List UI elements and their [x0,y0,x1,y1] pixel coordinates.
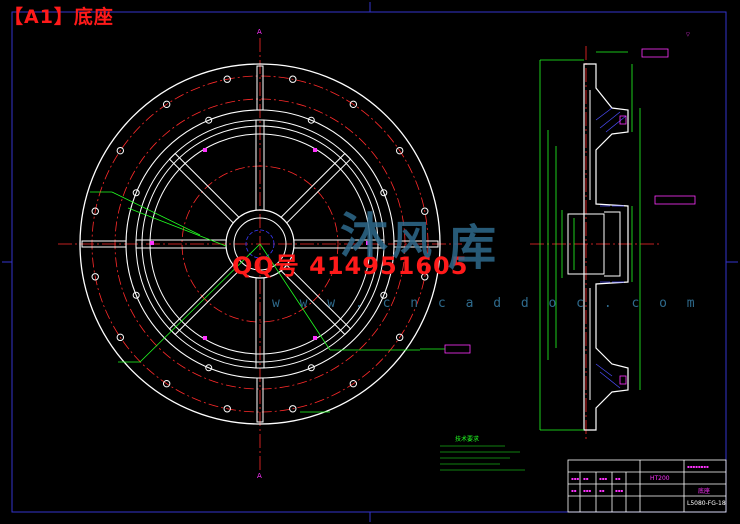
svg-text:▪▪: ▪▪ [571,488,577,493]
outer-rib-right [393,240,439,248]
bolt-hole [395,146,404,155]
title-block-entries: ▪▪▪▪▪▪▪▪▪▪ ▪▪▪▪▪▪▪▪▪▪ ▪▪▪▪▪▪▪▪ [571,464,709,493]
bolt-hole [349,100,358,109]
bolt-hole [91,207,99,215]
watermark-url: w w w . c n c a d d o c . c o m [272,296,701,311]
title-block [567,459,727,513]
watermark-char-2: 风 [392,217,432,264]
section-inner-profile [589,90,621,400]
rib-top-right [280,152,352,224]
section-hatching [595,107,627,389]
bolt-hole [307,364,315,372]
qq-contact-watermark: QQ号 414951605 [232,252,469,280]
svg-text:▪▪: ▪▪ [615,476,621,481]
section-tolerance-frame-top [641,48,669,58]
section-dimensions [539,51,641,431]
section-tolerance-frame-mid [654,195,696,205]
section-view: ▽ [530,32,696,440]
svg-text:▪▪▪: ▪▪▪ [583,488,591,493]
inner-web-circle-1 [141,125,379,363]
bolt-hole [205,116,213,124]
svg-text:▪▪▪: ▪▪▪ [615,488,623,493]
svg-text:▪▪: ▪▪ [599,488,605,493]
rib-bottom-right [280,264,352,336]
section-pink-detail-top [619,115,627,125]
outer-rib-top [256,65,264,111]
hub-bore-circle [245,229,275,259]
bolt-circle-outer [91,75,429,413]
svg-text:▪▪▪: ▪▪▪ [599,476,607,481]
bolt-hole [223,75,231,83]
outer-rim-circle [79,63,441,425]
section-bore [567,213,605,275]
bolt-hole [162,100,171,109]
hub-inner-circle [233,217,287,271]
svg-text:▪▪▪: ▪▪▪ [571,476,579,481]
title-block-drawing-number: L5080-FG-18 [687,500,726,507]
section-note-top-right: ▽ [686,32,690,38]
section-mark-top: A [257,28,262,36]
title-block-material: HT200 [650,475,670,482]
inner-bolt-holes [132,116,388,372]
bolt-hole [380,189,388,197]
rib-bottom [255,277,265,369]
rib-left [135,239,227,249]
outer-rib-bottom [256,377,264,423]
section-mark-bottom: A [257,472,262,480]
svg-text:▪▪: ▪▪ [583,476,589,481]
rib-top [255,119,265,211]
outer-ribs [81,65,439,423]
inner-centerline-circle [181,165,339,323]
bolt-hole [116,333,125,342]
plan-dimensions [90,191,420,413]
rib-end-marks [150,148,370,340]
bolt-hole [307,116,315,124]
technical-notes [440,445,525,471]
svg-text:▪▪▪▪▪▪▪▪: ▪▪▪▪▪▪▪▪ [687,464,709,469]
bolt-hole [116,146,125,155]
bolt-hole [421,207,429,215]
bolt-hole [421,273,429,281]
drawing-title: 【A1】底座 [4,6,114,28]
bolt-hole [380,291,388,299]
bolt-hole [289,75,297,83]
bolt-hole [223,405,231,413]
section-profile [583,63,629,431]
plan-tolerance-frame [444,344,471,354]
bolt-hole [91,273,99,281]
watermark-char-3: 库 [448,220,497,276]
rib-right [293,239,385,249]
rib-top-left [168,152,240,224]
bolt-hole [162,379,171,388]
bolt-hole [132,291,140,299]
title-block-part-name: 底座 [698,488,711,495]
bolt-hole [395,333,404,342]
middle-centerline-circle [114,98,406,390]
bolt-hole [289,405,297,413]
watermark-char-1: 沐 [340,208,389,264]
notes-title: 技术要求 [455,436,480,443]
outer-bolt-holes [91,75,429,413]
outer-rib-left [81,240,127,248]
plan-view: A A [58,28,471,480]
section-pink-detail-bottom [619,375,627,385]
bolt-hole [205,364,213,372]
bolt-hole [349,379,358,388]
bolt-hole [132,189,140,197]
